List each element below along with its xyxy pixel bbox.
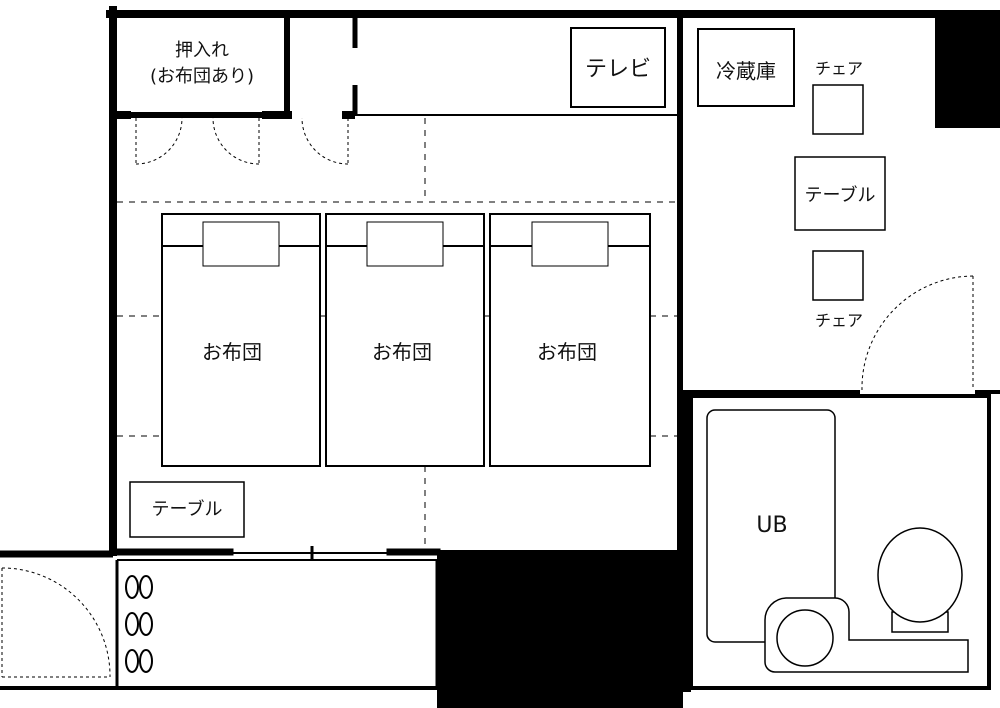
right-room-walls: [683, 10, 1000, 394]
closet-label: 押入れ: [175, 40, 229, 61]
unit-bath: [689, 394, 991, 690]
closet-door-swings: [135, 117, 349, 165]
bath-label: UB: [756, 513, 787, 538]
futon-1: [161, 213, 321, 467]
closet-sublabel: (お布団あり): [150, 66, 254, 87]
futon-3: [489, 213, 651, 467]
wall-bath-west: [683, 392, 691, 692]
futon-label: お布団: [537, 340, 597, 364]
table-right-box: [794, 156, 886, 231]
entrance-door-swing: [1, 567, 111, 678]
main-room-walls: [106, 6, 685, 556]
tv-label: テレビ: [585, 57, 651, 82]
chair-bottom-box: [812, 250, 864, 301]
fridge-label: 冷蔵庫: [716, 59, 776, 83]
tv-box: [570, 27, 666, 108]
wall-block-south: [437, 552, 683, 708]
futon-label: お布団: [372, 340, 432, 364]
wall-block-northeast: [935, 10, 1000, 128]
slippers-icon: [125, 575, 153, 673]
closet-structure: [117, 14, 678, 119]
chair-top-box: [812, 84, 864, 135]
chair-bottom-label: チェア: [815, 311, 863, 330]
table-left-box: [129, 481, 245, 538]
tatami-grid: [117, 118, 678, 550]
table-right-label: テーブル: [805, 184, 876, 206]
entrance-walls: [0, 550, 439, 690]
sliding-door: [230, 546, 390, 560]
door-swing-right: [861, 275, 974, 391]
chair-top-label: チェア: [815, 59, 863, 78]
fridge-box: [697, 28, 795, 107]
table-left-label: テーブル: [152, 498, 223, 520]
futon-label: お布団: [202, 340, 262, 364]
futon-2: [325, 213, 485, 467]
